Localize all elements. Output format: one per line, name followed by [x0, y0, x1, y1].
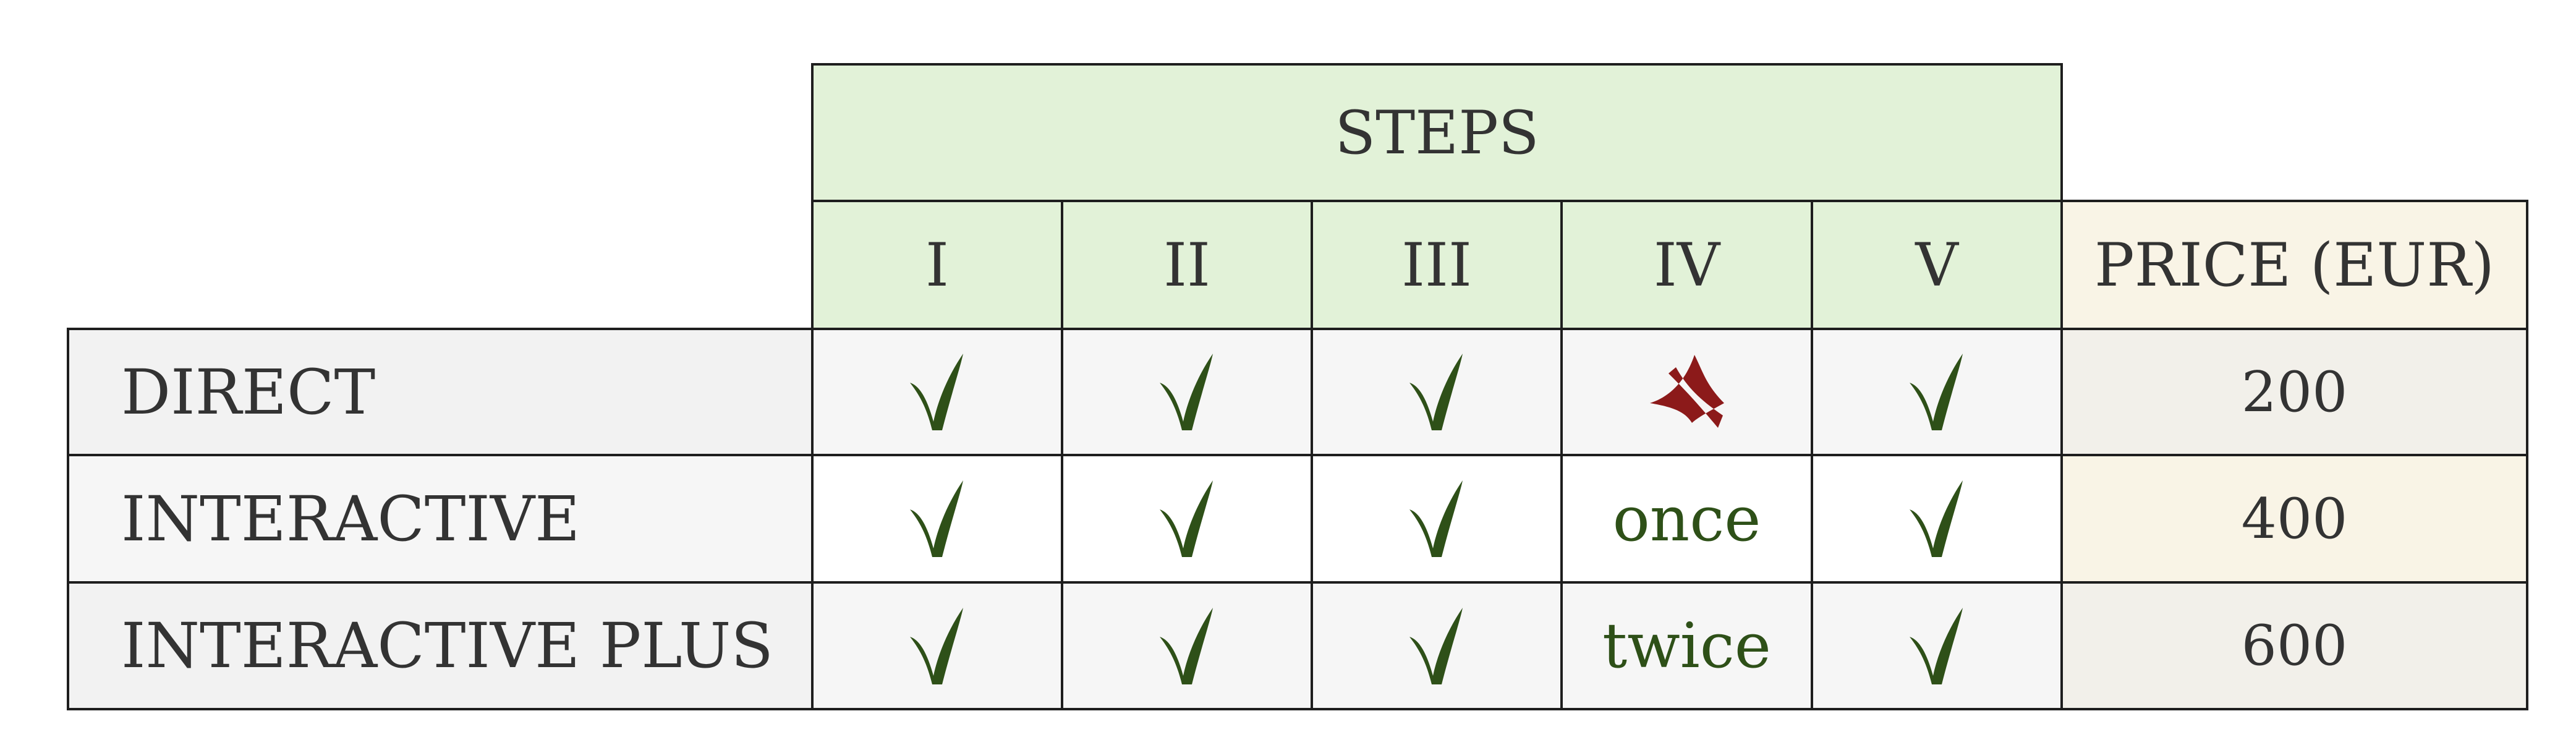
steps-header: STEPS	[811, 63, 2063, 202]
check-icon	[1406, 603, 1468, 689]
step-cell	[1311, 454, 1563, 584]
step-cell: twice	[1560, 581, 1813, 710]
check-icon	[906, 603, 968, 689]
step-column-header: III	[1311, 200, 1563, 330]
step-cell	[1311, 581, 1563, 710]
price-value: 200	[2060, 328, 2528, 456]
step-column-header: II	[1061, 200, 1313, 330]
step-cell	[1061, 454, 1313, 584]
check-icon	[1406, 349, 1468, 435]
step-column-header: IV	[1560, 200, 1813, 330]
step-cell	[811, 581, 1063, 710]
check-icon	[1906, 475, 1968, 562]
check-icon	[1156, 349, 1218, 435]
check-icon	[1906, 603, 1968, 689]
step-text: twice	[1602, 610, 1771, 682]
check-icon	[906, 349, 968, 435]
step-cell: once	[1560, 454, 1813, 584]
step-cell	[1560, 328, 1813, 456]
step-text: once	[1612, 482, 1761, 555]
step-cell	[1811, 581, 2063, 710]
step-cell	[1811, 454, 2063, 584]
price-value: 400	[2060, 454, 2528, 584]
check-icon	[1156, 475, 1218, 562]
price-header: PRICE (EUR)	[2060, 200, 2528, 330]
step-cell	[1311, 328, 1563, 456]
price-value: 600	[2060, 581, 2528, 710]
check-icon	[1156, 603, 1218, 689]
row-label: INTERACTIVE PLUS	[67, 581, 814, 710]
check-icon	[906, 475, 968, 562]
check-icon	[1406, 475, 1468, 562]
check-icon	[1906, 349, 1968, 435]
cross-icon	[1644, 349, 1730, 435]
step-column-header: I	[811, 200, 1063, 330]
step-cell	[1811, 328, 2063, 456]
step-cell	[1061, 581, 1313, 710]
row-label: INTERACTIVE	[67, 454, 814, 584]
step-cell	[811, 454, 1063, 584]
step-column-header: V	[1811, 200, 2063, 330]
step-cell	[811, 328, 1063, 456]
row-label: DIRECT	[67, 328, 814, 456]
step-cell	[1061, 328, 1313, 456]
